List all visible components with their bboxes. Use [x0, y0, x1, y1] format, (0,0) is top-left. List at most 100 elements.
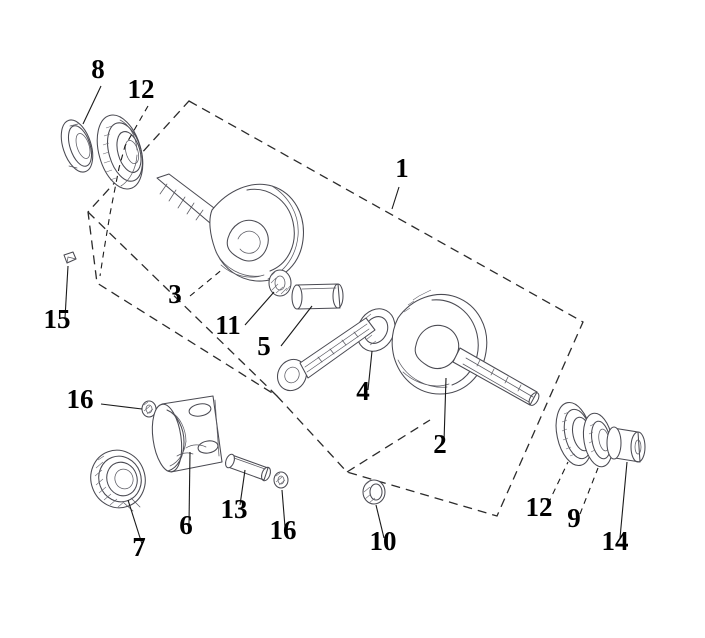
- left-crank-web-body: [209, 183, 304, 282]
- leader-14: [619, 461, 628, 539]
- crank-pin-right-face: [332, 283, 344, 309]
- callout-10-bearing: 10: [370, 526, 397, 556]
- callout-12-right-main-bearing: 12: [526, 492, 553, 522]
- piston-pin-highlight: [233, 457, 266, 470]
- leader-1: [391, 186, 400, 210]
- callout-12-left-main-bearing: 12: [128, 74, 155, 104]
- collar-left-face: [606, 426, 622, 460]
- conrod-small-end-bore: [284, 366, 300, 384]
- part-oil-seal: [60, 119, 94, 173]
- piston-pin-bore: [197, 440, 219, 454]
- clip-right-body: [273, 471, 289, 489]
- right-bearing-cage-hatch: [561, 411, 576, 457]
- part-bearing-nut: [362, 479, 386, 505]
- collar-right-face: [630, 431, 646, 463]
- leader-2: [443, 377, 447, 443]
- right-crank-web-shadow: [397, 359, 450, 388]
- leader-16-right: [281, 489, 286, 528]
- left-crank-web-pin-bore: [237, 230, 261, 254]
- leader-16-left: [100, 403, 143, 410]
- piston-skirt-detail: [176, 452, 194, 457]
- leader-lines-group: [64, 85, 628, 545]
- conrod-beam-cross-hatch: [317, 331, 359, 363]
- part-left-main-bearing: [96, 114, 144, 190]
- right-output-shaft-spline-lines: [462, 357, 534, 403]
- leader-9: [579, 467, 599, 515]
- left-crank-web-shadow: [215, 251, 265, 278]
- leader-3: [189, 267, 225, 297]
- leader-4: [367, 350, 373, 391]
- left-crank-web-rim: [246, 188, 295, 272]
- part-piston-pin: [225, 453, 271, 482]
- crank-pin-highlight: [301, 287, 337, 290]
- leader-12-right: [547, 461, 569, 505]
- crank-pin-left-face: [291, 284, 303, 310]
- leader-8: [82, 85, 102, 125]
- collar-bore: [634, 439, 642, 455]
- part-left-crank-web: [156, 173, 304, 282]
- callout-1-crankshaft-assembly: 1: [395, 153, 409, 183]
- part-right-crank-web: [391, 289, 540, 406]
- leader-13: [239, 469, 246, 506]
- part-piston-pin-clip-right: [273, 471, 289, 489]
- oil-seal-mid: [67, 125, 93, 167]
- piston-ring-third: [106, 461, 138, 497]
- callout-7-piston-rings: 7: [132, 532, 146, 562]
- left-crank-web-boss: [226, 219, 269, 262]
- part-collar: [606, 426, 646, 463]
- clip-right-hatch: [275, 472, 286, 486]
- part-piston-ring-set: [90, 449, 146, 512]
- part-right-main-bearing: [555, 401, 593, 467]
- piston-crown-edge: [166, 409, 185, 472]
- leader-15: [64, 265, 69, 319]
- clip-left-hatch: [143, 401, 154, 415]
- callout-2-right-crank-web: 2: [433, 429, 447, 459]
- left-bearing-bore: [124, 139, 140, 165]
- callout-3-left-crank-web: 3: [168, 279, 182, 309]
- oil-seal-edge-detail: [68, 123, 79, 169]
- left-bearing-cage-hatch: [102, 125, 117, 181]
- thrust-washer-bore: [274, 275, 286, 291]
- callout-16-piston-pin-clip-left: 16: [67, 384, 94, 414]
- assembly-boundary-lower-fold: [346, 419, 431, 473]
- callout-8-oil-seal: 8: [91, 54, 105, 84]
- piston-pin-boss-top: [188, 403, 212, 417]
- callout-5-crank-pin: 5: [257, 331, 271, 361]
- piston-ring-hatch: [94, 455, 126, 508]
- part-piston: [151, 395, 223, 473]
- conrod-small-end-eye: [277, 358, 307, 392]
- piston-ring-grooves: [169, 411, 187, 467]
- leader-6: [188, 451, 191, 525]
- conrod-beam-ribs: [304, 323, 370, 373]
- piston-pin-left-face: [225, 453, 235, 469]
- conrod-beam: [299, 317, 376, 379]
- piston-ring-outer: [90, 449, 146, 509]
- callout-4-connecting-rod-bearing: 4: [356, 376, 370, 406]
- leader-5: [280, 305, 313, 347]
- left-bearing-ball-track: [107, 122, 143, 182]
- circlip-hatch: [588, 423, 596, 453]
- right-crank-web-edge-hatch: [403, 289, 432, 313]
- thrust-washer-body: [268, 269, 292, 297]
- callout-11-thrust-washer: 11: [215, 310, 241, 340]
- part-thrust-washer: [268, 269, 292, 297]
- part-woodruff-key: [63, 251, 77, 264]
- bearing-nut-hatch: [363, 480, 376, 504]
- callout-14-drive-sprocket-collar: 14: [602, 526, 629, 556]
- leader-12-left: [99, 105, 149, 277]
- assembly-boundary-outline: [87, 100, 584, 517]
- piston-ring-inner: [114, 468, 134, 490]
- right-output-shaft-end: [528, 392, 540, 406]
- leader-11: [244, 291, 275, 326]
- callout-16-piston-pin-clip-right: 16: [270, 515, 297, 545]
- left-crank-shaft-taper: [156, 173, 219, 224]
- thrust-washer-knurl: [270, 271, 291, 295]
- piston-skirt-face: [151, 403, 183, 473]
- assembly-boundary-group: [87, 100, 584, 517]
- callout-6-piston: 6: [179, 510, 193, 540]
- oil-seal-bore: [75, 133, 91, 159]
- callout-15-woodruff-key: 15: [44, 304, 71, 334]
